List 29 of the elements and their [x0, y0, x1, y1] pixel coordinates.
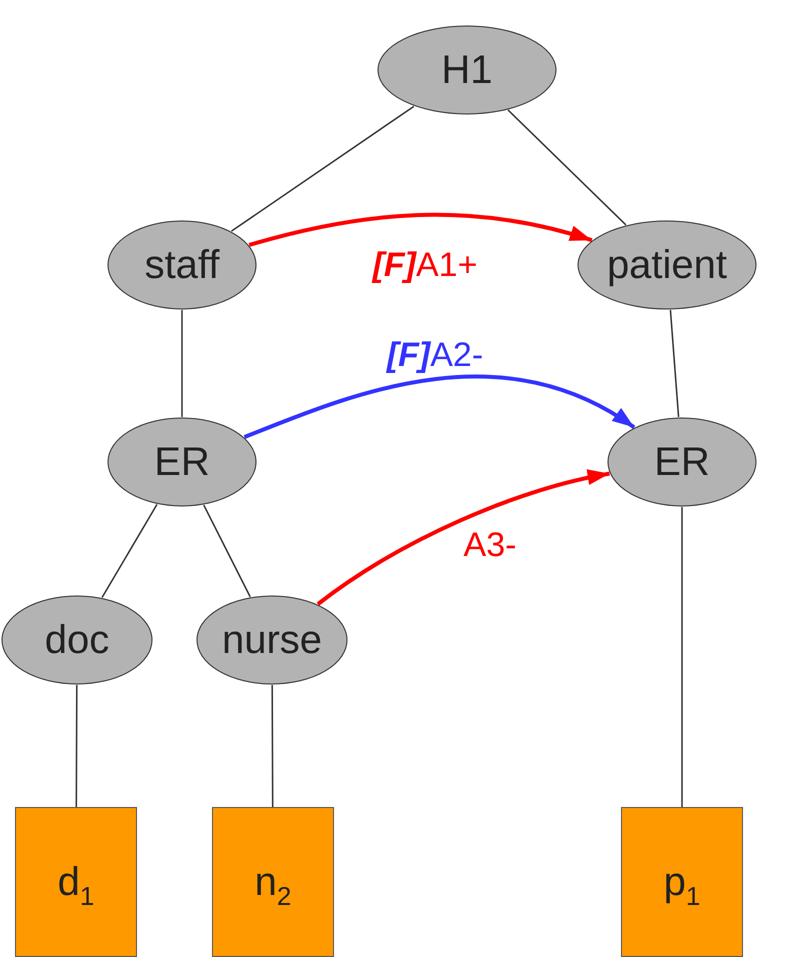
- curved-arrow: [248, 212, 592, 247]
- node-label: ER: [154, 442, 210, 482]
- ellipse-node: [1, 595, 153, 685]
- connector-line: [101, 504, 158, 598]
- node-label: nurse: [222, 620, 322, 660]
- connector-line: [181, 310, 183, 417]
- connector-line: [670, 310, 680, 418]
- ellipse-node: [577, 220, 757, 310]
- curved-arrow: [244, 374, 636, 439]
- node-label: patient: [606, 245, 728, 285]
- connector-line: [76, 685, 78, 807]
- ellipse-node: [196, 595, 348, 685]
- leaf-box: [621, 807, 743, 957]
- node-label: ER: [654, 442, 710, 482]
- leaf-box: [212, 807, 334, 957]
- ellipse-node: [107, 220, 257, 310]
- connector-line: [231, 106, 414, 232]
- node-label: staff: [144, 245, 220, 285]
- connector-line: [508, 110, 626, 226]
- connector-line: [203, 504, 251, 598]
- ellipse-node: [607, 417, 757, 507]
- connector-line: [681, 507, 683, 807]
- connector-line: [271, 685, 274, 807]
- curved-arrow: [316, 470, 610, 606]
- node-label: H1: [441, 50, 493, 90]
- ellipse-node: [107, 417, 257, 507]
- node-label: doc: [44, 620, 110, 660]
- ellipse-node: [377, 25, 557, 115]
- leaf-box: [15, 807, 137, 957]
